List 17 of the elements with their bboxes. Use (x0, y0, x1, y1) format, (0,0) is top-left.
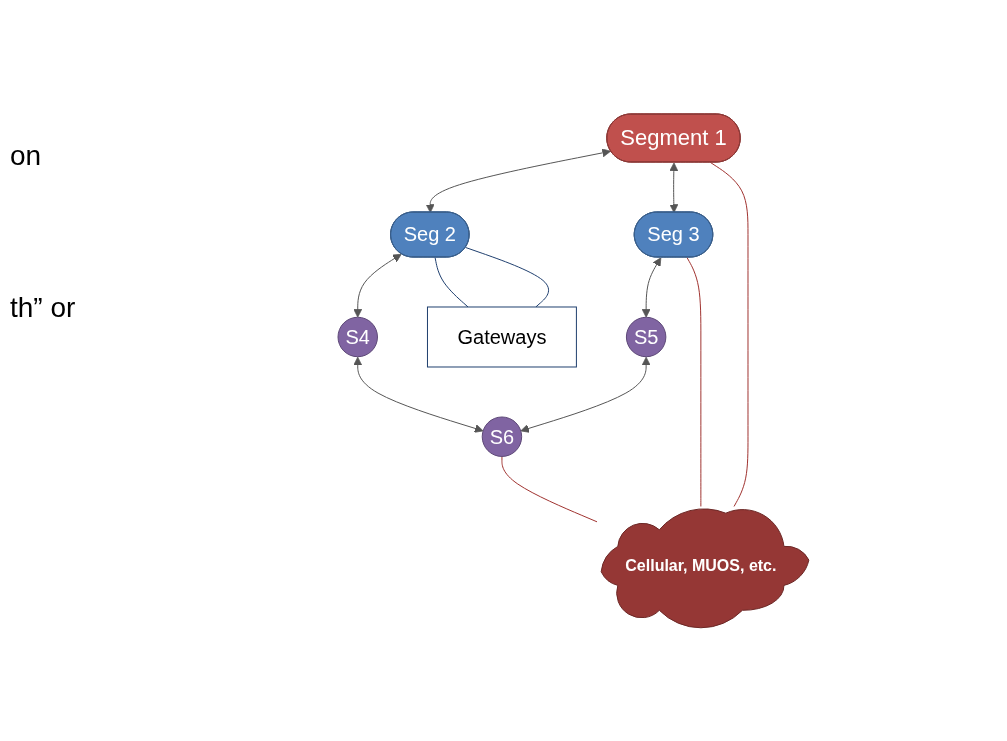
arrow (669, 162, 679, 213)
slide-text-fragment: on (10, 140, 43, 172)
connector (465, 246, 550, 308)
node-circle: S5 (625, 316, 667, 357)
connector (686, 256, 702, 507)
arrow (353, 253, 402, 318)
node-circle: S6 (481, 416, 523, 457)
arrow (520, 356, 651, 433)
connector (501, 455, 598, 522)
arrow (425, 148, 611, 213)
node-box: Gateways (427, 306, 577, 368)
node-circle: S4 (337, 316, 379, 357)
connector (710, 161, 749, 507)
arrow (641, 257, 662, 318)
arrow (353, 356, 484, 433)
connector (434, 256, 469, 308)
slide-text-fragment: th” or (10, 292, 77, 324)
